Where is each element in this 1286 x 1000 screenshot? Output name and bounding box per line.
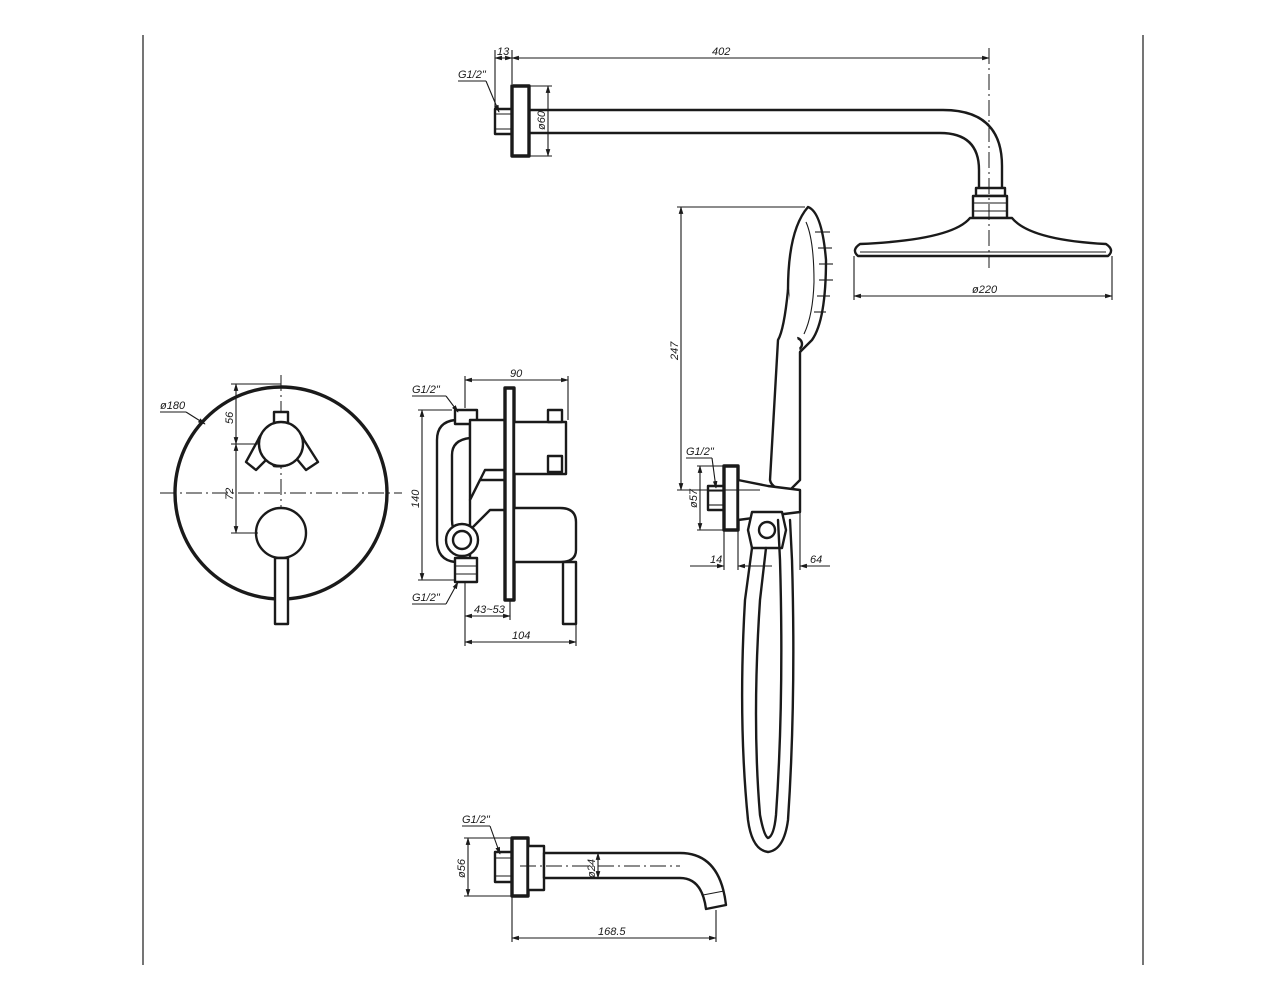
dim-spout-flange-diameter: ø56 [456,858,468,878]
spout-flange [510,836,530,898]
valve-plate-front-view: 56 72 ø180 [160,375,402,626]
label-valve-bottom-thread: G1/2" [412,592,441,604]
dim-handle-spacing: 72 [224,488,236,500]
dim-handle-spacing-top: 56 [224,411,236,424]
label-arm-thread: G1/2" [458,69,487,81]
hand-shower-view: 247 ø57 G1/2" 14 64 [669,205,833,854]
label-holder-thread: G1/2" [686,446,715,458]
dim-handshower-length: 247 [669,341,681,361]
wall-plate [503,386,516,602]
mixer-knob [254,506,308,560]
dim-holder-depth: 64 [810,554,822,566]
shower-arm-view: 13 402 ø60 G1/2" ø220 [458,46,1113,300]
bath-spout-view: ø56 ø24 G1/2" 168.5 [456,814,728,942]
dim-arm-flange-depth: 13 [497,46,510,58]
dim-spout-pipe-diameter: ø24 [586,859,598,878]
label-valve-top-thread: G1/2" [412,384,441,396]
dim-head-diameter: ø220 [972,284,998,296]
dim-valve-depth: 90 [510,368,523,380]
arm-flange [510,84,531,158]
mixer-spindle [512,506,578,564]
lever-side [561,560,578,626]
dim-valve-height: 140 [410,489,422,508]
dim-wall-depth-range: 43~53 [474,604,506,616]
mixer-lever [273,556,290,626]
dim-valve-overall-depth: 104 [512,630,530,642]
dim-holder-flange-diameter: ø57 [688,488,700,508]
valve-body [435,418,472,564]
arm-thread [493,107,514,136]
arm-pipe [527,108,1004,190]
holder-flange [722,464,740,532]
dim-holder-offset: 14 [710,554,722,566]
dim-plate-diameter: ø180 [160,400,186,412]
spout-thread [493,850,514,884]
dim-arm-flange-diameter: ø60 [536,110,548,130]
shower-head [853,216,1113,258]
spout-pipe [542,851,728,911]
dim-spout-length: 168.5 [598,926,626,938]
label-spout-thread: G1/2" [462,814,491,826]
valve-side-view: 90 140 G1/2" G1/2" 43~53 104 [410,368,578,646]
hose [740,518,795,854]
dim-arm-length: 402 [712,46,730,58]
hand-shower-head [786,205,828,354]
